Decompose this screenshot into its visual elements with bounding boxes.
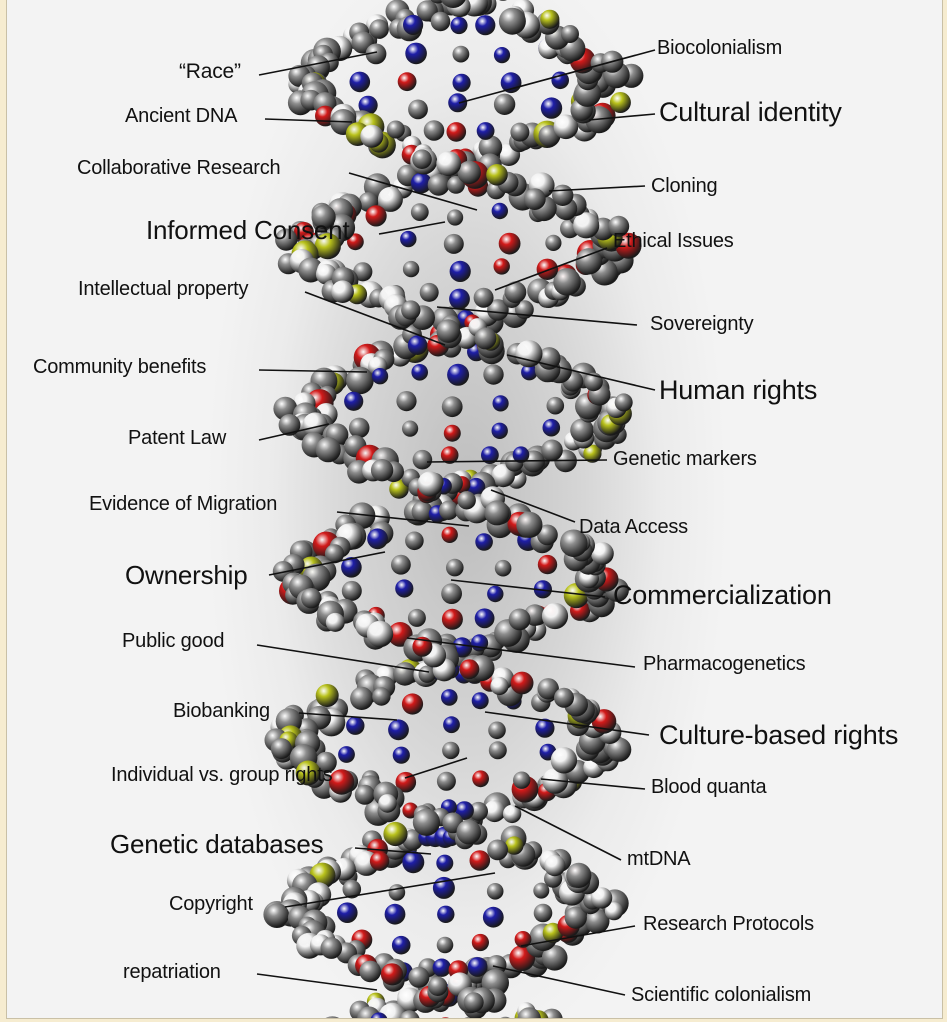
label-community-benefits: Community benefits [33, 357, 206, 377]
label-evidence-of-migration: Evidence of Migration [89, 494, 277, 514]
leader-pharmacogenetics [407, 638, 635, 667]
label-biocolonialism: Biocolonialism [657, 38, 782, 58]
leader-ethical-issues [495, 248, 607, 290]
leader-biocolonialism [459, 50, 655, 103]
leader-community-benefits [259, 370, 367, 372]
leader-public-good [257, 645, 429, 672]
label-collaborative-research: Collaborative Research [77, 158, 280, 178]
leader-sovereignty [437, 307, 637, 325]
label-data-access: Data Access [579, 517, 688, 537]
leader-collaborative-research [349, 173, 477, 210]
leader-data-access [491, 490, 575, 522]
label-culture-based-rights: Culture-based rights [659, 722, 898, 749]
label-cultural-identity: Cultural identity [659, 99, 842, 126]
label-informed-consent: Informed Consent [146, 217, 349, 243]
label-ownership: Ownership [125, 562, 247, 588]
label-copyright: Copyright [169, 894, 253, 914]
leader-commercialization [451, 580, 605, 597]
leader-blood-quanta [541, 779, 645, 789]
leader-ownership [269, 552, 385, 575]
leader-mtdna [515, 806, 621, 860]
label-scientific-colonialism: Scientific colonialism [631, 985, 811, 1005]
label-pharmacogenetics: Pharmacogenetics [643, 654, 805, 674]
leader-human-rights [507, 355, 655, 390]
leader-copyright [285, 873, 495, 907]
leader-repatriation [257, 974, 377, 990]
leader-genetic-databases [355, 848, 431, 854]
leader-cultural-identity [589, 114, 655, 120]
leader-informed-consent [379, 222, 445, 234]
label-genetic-markers: Genetic markers [613, 449, 757, 469]
label-commercialization: Commercialization [613, 582, 832, 609]
leader-genetic-markers [427, 460, 607, 462]
label-public-good: Public good [122, 631, 224, 651]
label-ethical-issues: Ethical Issues [613, 231, 734, 251]
label-research-protocols: Research Protocols [643, 914, 814, 934]
leader-intellectual-property [305, 292, 445, 345]
label-patent-law: Patent Law [128, 428, 226, 448]
label-cloning: Cloning [651, 176, 717, 196]
leader-scientific-colonialism [493, 966, 625, 995]
leader-individual-vs-group-rights [405, 758, 467, 778]
label-repatriation: repatriation [123, 962, 221, 982]
label-genetic-databases: Genetic databases [110, 831, 323, 857]
label-blood-quanta: Blood quanta [651, 777, 766, 797]
label-biobanking: Biobanking [173, 701, 270, 721]
leader-ancient-dna [265, 119, 352, 122]
leader-culture-based-rights [485, 712, 649, 735]
label-sovereignty: Sovereignty [650, 314, 753, 334]
label-human-rights: Human rights [659, 377, 817, 404]
leader-research-protocols [521, 926, 635, 946]
leader-cloning [549, 186, 645, 191]
leader-biobanking [299, 713, 397, 720]
leader-race [259, 52, 377, 75]
label-individual-vs-group-rights: Individual vs. group rights [111, 765, 332, 785]
label-mtdna: mtDNA [627, 849, 690, 869]
leader-evidence-of-migration [337, 512, 469, 526]
label-race: “Race” [179, 61, 241, 82]
figure-frame: “Race” Biocolonialism Ancient DNA Cultur… [6, 0, 943, 1019]
label-ancient-dna: Ancient DNA [125, 106, 237, 126]
leader-patent-law [259, 424, 329, 440]
label-intellectual-property: Intellectual property [78, 279, 248, 299]
